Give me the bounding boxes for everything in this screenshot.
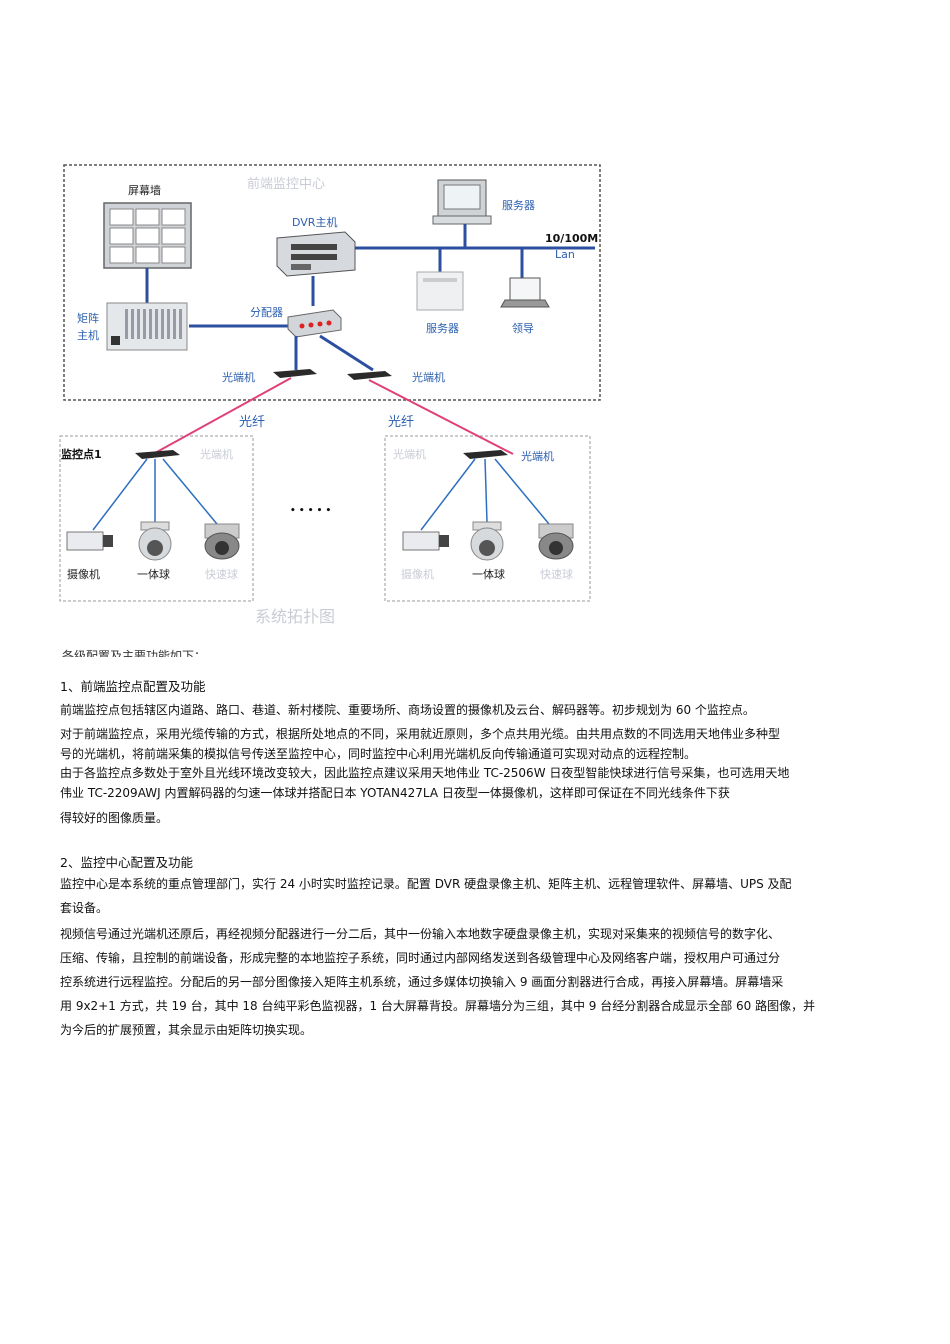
dome-right-label: 一体球 bbox=[472, 567, 505, 581]
section2-para1: 监控中心是本系统的重点管理部门，实行 24 小时实时监控记录。配置 DVR 硬盘… bbox=[60, 872, 895, 920]
section1-para1-line: 前端监控点包括辖区内道路、路口、巷道、新村楼院、重要场所、商场设置的摄像机及云台… bbox=[60, 703, 755, 717]
section2-para2: 视频信号通过光端机还原后，再经视频分配器进行一分二后，其中一份输入本地数字硬盘录… bbox=[60, 922, 895, 1042]
section1-para2: 对于前端监控点，采用光缆传输的方式，根据所处地点的不同，采用就近原则，多个点共用… bbox=[60, 724, 895, 764]
matrix-host-icon bbox=[106, 302, 188, 351]
section1-para3-line1: 由于各监控点多数处于室外且光线环境改变较大，因此监控点建议采用天地伟业 TC-2… bbox=[60, 766, 790, 780]
speed-right-label: 快速球 bbox=[540, 567, 573, 581]
server-top-icon bbox=[432, 179, 492, 225]
section2-para2-line5: 为今后的扩展预置，其余显示由矩阵切换实现。 bbox=[60, 1023, 313, 1037]
section2-para2-line1: 视频信号通过光端机还原后，再经视频分配器进行一分二后，其中一份输入本地数字硬盘录… bbox=[60, 927, 781, 941]
laptop-icon bbox=[500, 277, 550, 308]
bottom-title: 系统拓扑图 bbox=[255, 607, 335, 626]
section1-para3: 由于各监控点多数处于室外且光线环境改变较大，因此监控点建议采用天地伟业 TC-2… bbox=[60, 763, 895, 828]
section1-para1: 前端监控点包括辖区内道路、路口、巷道、新村楼院、重要场所、商场设置的摄像机及云台… bbox=[60, 700, 895, 720]
matrix-label-line2: 主机 bbox=[77, 328, 99, 342]
section2-para1-line1: 监控中心是本系统的重点管理部门，实行 24 小时实时监控记录。配置 DVR 硬盘… bbox=[60, 877, 792, 891]
optical-point-right-label: 光端机 bbox=[521, 449, 554, 463]
optical-left-label: 光端机 bbox=[222, 370, 255, 384]
speed-left-label: 快速球 bbox=[205, 567, 238, 581]
distributor-icon bbox=[287, 309, 342, 338]
section2-para2-line4: 用 9x2+1 方式，共 19 台，其中 18 台纯平彩色监视器，1 台大屏幕背… bbox=[60, 999, 816, 1013]
dist-optical-right-link bbox=[319, 334, 374, 372]
camera-right-label: 摄像机 bbox=[401, 567, 434, 581]
lan-label: Lan bbox=[555, 248, 575, 261]
fiber-right-label: 光纤 bbox=[388, 415, 414, 430]
point1-label: 监控点1 bbox=[61, 447, 102, 461]
dome-left-label: 一体球 bbox=[137, 567, 170, 581]
section1-para2-line1: 对于前端监控点，采用光缆传输的方式，根据所处地点的不同，采用就近原则，多个点共用… bbox=[60, 727, 781, 741]
topology-svg: 前端监控中心 屏幕墙 矩阵 主机 bbox=[59, 164, 601, 626]
section2-heading: 2、监控中心配置及功能 bbox=[60, 855, 193, 870]
camera-left-label: 摄像机 bbox=[67, 567, 100, 581]
optical-point-left-label: 光端机 bbox=[200, 447, 233, 461]
point-n-label: 光端机 bbox=[393, 447, 426, 461]
point1-camera-link bbox=[92, 458, 148, 531]
server-top-label: 服务器 bbox=[502, 199, 535, 212]
section1-para3-line2: 伟业 TC-2209AWJ 内置解码器的匀速一体球并搭配日本 YOTAN427L… bbox=[60, 786, 730, 800]
section1-heading: 1、前端监控点配置及功能 bbox=[60, 679, 206, 694]
center-title: 前端监控中心 bbox=[247, 176, 325, 192]
dome-right-icon bbox=[470, 521, 504, 561]
monitor-point-n-border bbox=[384, 435, 591, 602]
speed-dome-left-icon bbox=[204, 523, 240, 560]
server-mid-label: 服务器 bbox=[426, 322, 459, 335]
section2-para2-line3: 控系统进行远程监控。分配后的另一部分图像接入矩阵主机系统，通过多媒体切换输入 9… bbox=[60, 975, 784, 989]
pointn-dome-link bbox=[484, 458, 488, 523]
monitor-point1-border bbox=[59, 435, 254, 602]
lan-speed-label: 10/100M bbox=[545, 232, 598, 245]
fiber-left-line bbox=[154, 377, 292, 454]
section1-para2-line2: 号的光端机，将前端采集的模拟信号传送至监控中心，同时监控中心利用光端机反向传输通… bbox=[60, 747, 697, 761]
speed-dome-right-icon bbox=[538, 523, 574, 560]
dome-left-icon bbox=[138, 521, 172, 561]
section2-para2-line2: 压缩、传输，且控制的前端设备，形成完整的本地监控子系统，同时通过内部网络发送到各… bbox=[60, 951, 781, 965]
dvr-host-label: DVR主机 bbox=[292, 215, 337, 229]
point1-speed-link bbox=[162, 458, 218, 525]
optical-point-left-icon bbox=[135, 450, 180, 459]
section2-para1-line2: 套设备。 bbox=[60, 901, 109, 915]
matrix-label-line1: 矩阵 bbox=[77, 311, 99, 325]
pointn-speed-link bbox=[494, 458, 550, 525]
pointn-camera-link bbox=[420, 458, 476, 531]
caption-cut-line: 各级配置及主要功能如下： bbox=[62, 649, 207, 657]
screen-wall-label: 屏幕墙 bbox=[128, 183, 161, 197]
monitoring-center-border bbox=[63, 164, 601, 401]
camera-right-icon bbox=[402, 531, 449, 551]
fiber-left-label: 光纤 bbox=[239, 415, 265, 430]
screen-wall-icon bbox=[103, 202, 192, 269]
optical-right-label: 光端机 bbox=[412, 370, 445, 384]
distributor-label: 分配器 bbox=[250, 306, 283, 319]
dvr-host-icon bbox=[276, 231, 356, 277]
optical-left-icon bbox=[273, 369, 317, 378]
leader-label: 领导 bbox=[512, 322, 534, 335]
optical-right-icon bbox=[347, 371, 392, 380]
optical-point-right-icon bbox=[463, 450, 508, 459]
fiber-right-line bbox=[368, 379, 514, 455]
more-points-dots: • • • • • bbox=[290, 506, 331, 516]
section1-para3-line3: 得较好的图像质量。 bbox=[60, 811, 169, 825]
server-mid-icon bbox=[416, 271, 464, 311]
camera-left-icon bbox=[66, 531, 113, 551]
system-topology-diagram: 前端监控中心 屏幕墙 矩阵 主机 bbox=[55, 160, 610, 658]
